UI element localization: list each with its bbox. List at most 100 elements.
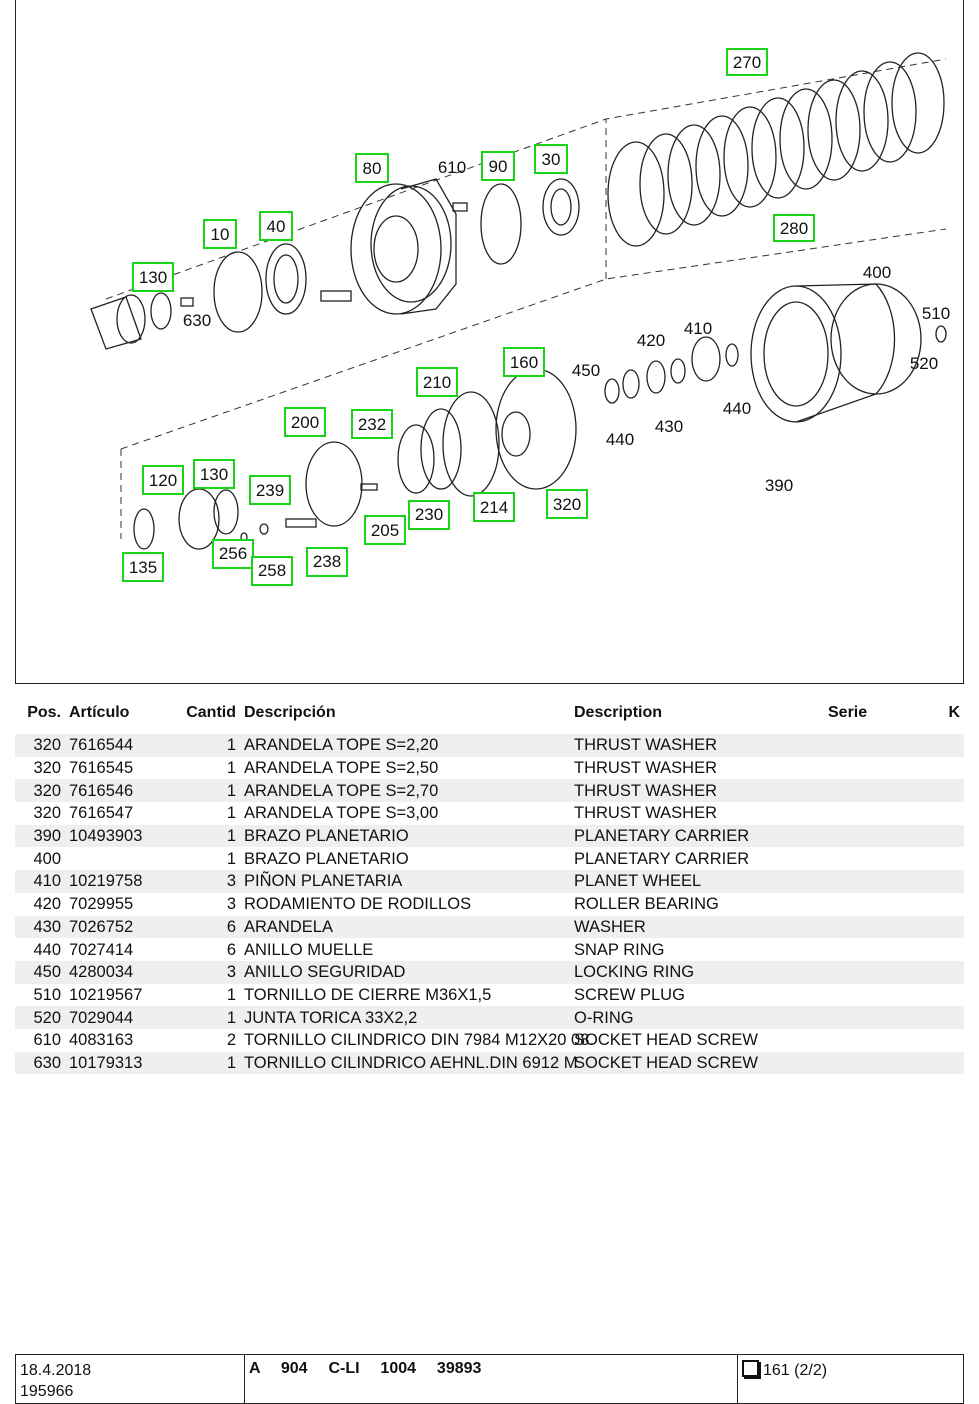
cell-series [824,1028,934,1052]
cell-desc-en: THRUST WASHER [570,734,824,757]
diagram-svg: 270 280 80 610 90 30 10 40 130 630 400 5… [90,48,950,586]
planetary-carrier [750,283,922,423]
footer-model: A 904 C-LI 1004 39893 [245,1355,738,1403]
callout-238: 238 [313,552,341,571]
cell-series [824,824,934,848]
cell-pos: 510 [15,983,65,1007]
cell-article: 7029044 [65,1006,160,1029]
callout-239: 239 [256,481,284,500]
cell-desc-es: TORNILLO CILINDRICO DIN 7984 M12X20 08. [240,1028,594,1052]
cell-series [824,779,934,803]
footer-left: 18.4.2018 195966 [16,1355,245,1403]
cell-series [824,960,934,984]
cell-series [824,892,934,916]
bearing-40 [265,243,307,315]
cell-series [824,870,934,893]
callout-205: 205 [371,521,399,540]
col-header-desc-en: Description [574,704,663,721]
cell-qty: 1 [160,734,240,757]
cell-k [934,824,964,848]
cell-series [824,1051,934,1075]
callout-440-right: 440 [723,399,751,418]
cell-k [934,802,964,825]
seal-30 [542,178,580,236]
footer-page: 161 (2/2) [738,1355,963,1403]
cell-desc-en: PLANETARY CARRIER [570,824,824,848]
footer-page-number: 161 (2/2) [763,1362,828,1379]
callout-420: 420 [637,331,665,350]
cell-k [934,756,964,780]
cell-desc-en: SOCKET HEAD SCREW [570,1051,824,1075]
housing-part [350,178,457,315]
col-header-desc-es: Descripción [244,704,336,721]
cell-article: 10179313 [65,1051,160,1075]
footer-date: 18.4.2018 [20,1362,92,1379]
cell-pos: 400 [15,847,65,871]
callout-280: 280 [780,219,808,238]
cell-desc-en: LOCKING RING [570,960,824,984]
col-header-k: K [948,704,960,721]
cell-series [824,802,934,825]
callout-258: 258 [258,561,286,580]
parts-table: Pos. Artículo Cantid Descripción Descrip… [15,700,964,1075]
cell-pos: 430 [15,915,65,939]
cell-pos: 320 [15,756,65,780]
cell-qty: 1 [160,1051,240,1075]
clutch-disc-stack [607,52,945,247]
cell-pos: 390 [15,824,65,848]
o-ring-90 [480,183,522,265]
cell-qty: 1 [160,802,240,825]
cell-article: 7029955 [65,892,160,916]
callout-214: 214 [480,498,508,517]
cell-desc-es: ARANDELA [240,915,570,939]
cell-desc-es: RODAMIENTO DE RODILLOS [240,892,570,916]
table-header-row: Pos. Artículo Cantid Descripción Descrip… [15,700,964,726]
cell-article: 10219567 [65,983,160,1007]
cell-pos: 320 [15,734,65,757]
cell-desc-es: ARANDELA TOPE S=2,20 [240,734,570,757]
cell-qty: 6 [160,915,240,939]
cell-desc-es: ARANDELA TOPE S=2,50 [240,756,570,780]
cell-series [824,847,934,871]
cell-qty: 1 [160,756,240,780]
cell-desc-en: ROLLER BEARING [570,892,824,916]
cell-qty: 1 [160,779,240,803]
cell-series [824,1006,934,1029]
cell-desc-es: ARANDELA TOPE S=3,00 [240,802,570,825]
cell-pos: 610 [15,1028,65,1052]
cell-pos: 410 [15,870,65,893]
cell-desc-en: WASHER [570,915,824,939]
callout-130-bottom: 130 [200,465,228,484]
cell-desc-en: SNAP RING [570,938,824,961]
cell-desc-en: SOCKET HEAD SCREW [570,1028,824,1052]
callout-labels: 270 280 80 610 90 30 10 40 130 630 400 5… [122,48,950,586]
cell-qty: 1 [160,1006,240,1029]
cell-desc-es: TORNILLO CILINDRICO AEHNL.DIN 6912 M [240,1051,577,1075]
cell-article: 10493903 [65,824,160,848]
cell-qty: 1 [160,847,240,871]
cell-k [934,847,964,871]
callout-256: 256 [219,544,247,563]
callout-630: 630 [183,311,211,330]
checkbox-icon [742,1360,759,1377]
cell-desc-es: ANILLO SEGURIDAD [240,960,570,984]
page-footer: 18.4.2018 195966 A 904 C-LI 1004 39893 1… [15,1354,964,1404]
cell-article: 10219758 [65,870,160,893]
cell-desc-en: THRUST WASHER [570,802,824,825]
cell-desc-es: BRAZO PLANETARIO [240,824,570,848]
callout-160: 160 [510,353,538,372]
cell-desc-es: ARANDELA TOPE S=2,70 [240,779,570,803]
callout-120: 120 [149,471,177,490]
cell-article: 7027414 [65,938,160,961]
callout-200: 200 [291,413,319,432]
cell-qty: 2 [160,1028,240,1052]
cell-qty: 6 [160,938,240,961]
cell-desc-en: THRUST WASHER [570,756,824,780]
